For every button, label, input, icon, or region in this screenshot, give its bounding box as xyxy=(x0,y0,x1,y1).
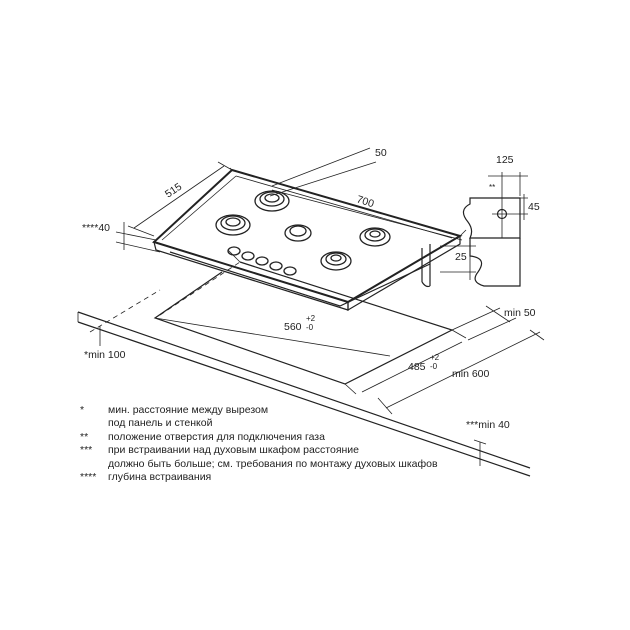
footnote: * мин. расстояние между вырезом под пане… xyxy=(80,404,500,431)
burner-right xyxy=(359,227,391,247)
label-embed-depth: ****40 xyxy=(82,222,110,234)
label-cutout-width: 560 xyxy=(284,321,302,333)
dimension-min-worktop: min 600 xyxy=(377,329,545,415)
burner-front-right xyxy=(320,251,352,271)
label-min-worktop: min 600 xyxy=(452,368,490,380)
label-gas-horizontal: 125 xyxy=(496,154,514,166)
footnote: **** глубина встраивания xyxy=(80,471,500,484)
label-gas-marker: ** xyxy=(489,183,495,192)
footnote: ** положение отверстия для подключения г… xyxy=(80,431,500,444)
footnote-mark: ** xyxy=(80,430,89,443)
label-min-oven: ***min 40 xyxy=(466,419,510,431)
dimension-min-side: *min 100 xyxy=(84,289,161,361)
hob-panel xyxy=(152,168,463,312)
footnote-text: мин. расстояние между вырезом под панель… xyxy=(108,404,269,430)
dimension-embed-depth: ****40 xyxy=(82,222,161,253)
label-width: 700 xyxy=(355,193,376,210)
footnote-text: при встраивании над духовым шкафом расст… xyxy=(108,444,438,470)
dimension-cutout-width: 560 +2 -0 xyxy=(154,249,391,357)
footnote-mark: **** xyxy=(80,471,97,484)
footnotes: * мин. расстояние между вырезом под пане… xyxy=(80,404,500,484)
footnote-mark: * xyxy=(80,404,85,416)
label-min-front: min 50 xyxy=(504,307,536,319)
label-min-side: *min 100 xyxy=(84,349,126,361)
label-cutout-width-tol-plus: +2 xyxy=(306,314,316,323)
worktop xyxy=(77,311,531,477)
footnote: *** при встраивании над духовым шкафом р… xyxy=(80,444,500,471)
burner-back-left xyxy=(254,190,290,212)
footnote-text: глубина встраивания xyxy=(108,471,212,484)
dimension-width: 700 xyxy=(229,167,467,241)
footnote-text: положение отверстия для подключения газа xyxy=(108,430,325,443)
burner-front-left xyxy=(215,214,251,236)
dimension-min-front: min 50 xyxy=(451,305,536,341)
label-cutout-depth-tol-minus: -0 xyxy=(430,362,438,371)
burner-center xyxy=(284,224,312,242)
label-gas-vertical: 45 xyxy=(528,201,540,213)
footnote-mark: *** xyxy=(80,444,93,457)
burners xyxy=(215,190,391,271)
label-edge-offset: 50 xyxy=(375,147,387,159)
label-height: 25 xyxy=(455,251,467,263)
gas-connection-detail: 125 45 ** xyxy=(462,154,540,287)
control-knobs xyxy=(227,246,297,276)
label-cutout-depth-tol-plus: +2 xyxy=(430,353,440,362)
label-cutout-depth: 485 xyxy=(408,361,426,373)
dimension-cutout-depth: 485 +2 -0 xyxy=(344,329,467,395)
label-depth: 515 xyxy=(163,181,184,201)
label-cutout-width-tol-minus: -0 xyxy=(306,323,314,332)
dimension-min-oven: ***min 40 xyxy=(466,419,510,466)
dimension-edge-offset: 50 xyxy=(269,147,387,197)
